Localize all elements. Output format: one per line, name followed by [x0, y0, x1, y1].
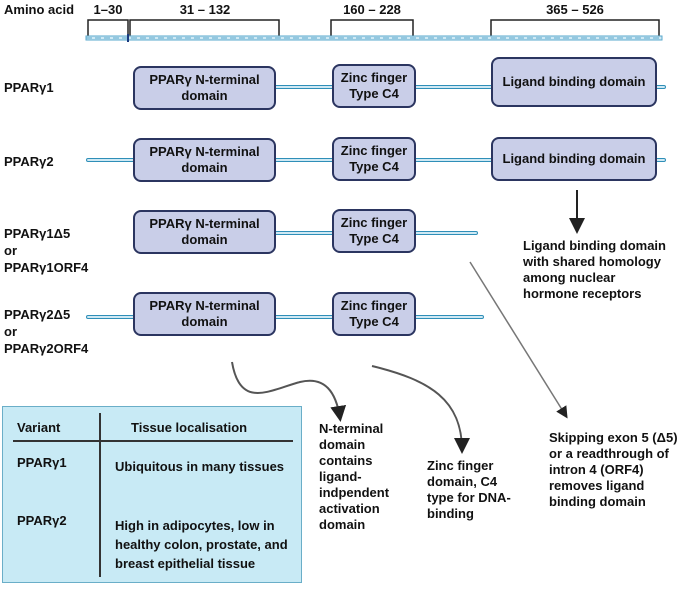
table-row-1-tissue: Ubiquitous in many tissues [115, 459, 285, 474]
bracket-31-132 [129, 19, 280, 38]
table-header-variant: Variant [17, 420, 61, 435]
tissue-table: Variant Tissue localisation PPARγ1 Ubiqu… [2, 406, 302, 583]
arrow-skip [469, 261, 568, 419]
table-header-tissue: Tissue localisation [131, 420, 248, 435]
strand-row-4 [86, 315, 484, 319]
table-header-rule [13, 440, 293, 442]
variant-label-2: PPARγ2 [4, 154, 54, 169]
note-zinc-finger: Zinc finger domain, C4 type for DNA-bind… [427, 458, 511, 521]
note-nterminal: N-terminal domain contains ligand-indpen… [319, 421, 390, 532]
zinc-finger-row-4: Zinc finger Type C4 [332, 292, 416, 336]
table-row-2-tissue: High in adipocytes, low in healthy colon… [115, 518, 288, 571]
nterm-domain-row-1: PPARγ N-terminal domain [133, 66, 276, 110]
nterm-domain-row-3: PPARγ N-terminal domain [133, 210, 276, 254]
range-label-1: 1–30 [93, 2, 123, 17]
range-label-3: 160 – 228 [343, 2, 401, 17]
note-skipping-exon: Skipping exon 5 (Δ5) or a readthrough of… [549, 430, 678, 509]
ligand-domain-row-2: Ligand binding domain [491, 137, 657, 181]
zinc-finger-row-3: Zinc finger Type C4 [332, 209, 416, 253]
zinc-finger-row-2: Zinc finger Type C4 [332, 137, 416, 181]
variant-label-1: PPARγ1 [4, 80, 54, 95]
table-row-2-variant: PPARγ2 [17, 513, 67, 528]
variant-label-4: PPARγ2Δ5 or PPARγ2ORF4 [4, 307, 89, 356]
bracket-365-526 [490, 19, 660, 38]
variant-label-3: PPARγ1Δ5 or PPARγ1ORF4 [4, 226, 89, 275]
table-column-rule [99, 413, 101, 577]
note-ligand-binding: Ligand binding domain with shared homolo… [523, 238, 666, 301]
bracket-1-30 [87, 19, 129, 38]
arrow-zinc [371, 365, 470, 454]
nterm-domain-row-2: PPARγ N-terminal domain [133, 138, 276, 182]
table-row-1-variant: PPARγ1 [17, 455, 67, 470]
nterm-domain-row-4: PPARγ N-terminal domain [133, 292, 276, 336]
arrow-nterm [231, 361, 347, 422]
zinc-finger-row-1: Zinc finger Type C4 [332, 64, 416, 108]
ligand-domain-row-1: Ligand binding domain [491, 57, 657, 107]
amino-acid-label: Amino acid [4, 2, 75, 17]
range-label-2: 31 – 132 [179, 2, 231, 17]
bracket-160-228 [330, 19, 414, 38]
range-label-4: 365 – 526 [546, 2, 604, 17]
